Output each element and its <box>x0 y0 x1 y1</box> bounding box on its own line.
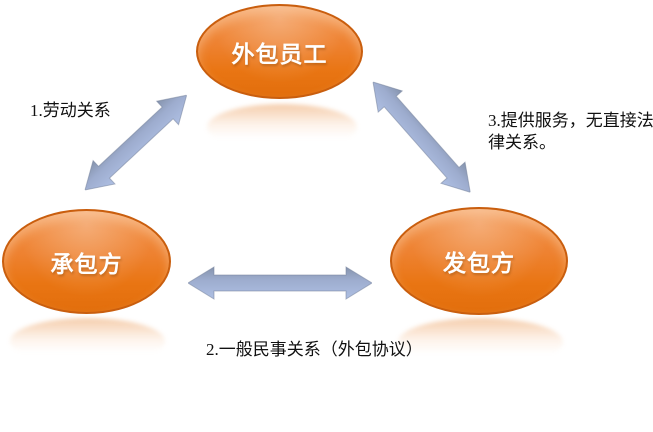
double-arrow-icon <box>84 94 188 191</box>
edge-label-civil-relation: 2.一般民事关系（外包协议） <box>206 340 423 359</box>
node-principal: 发包方 <box>390 207 568 315</box>
node-outsourced-employee: 外包员工 <box>196 4 363 99</box>
node-label-principal: 发包方 <box>443 250 515 276</box>
reflection-principal <box>398 318 563 366</box>
double-arrow-icon <box>372 81 471 193</box>
double-arrow-icon <box>187 266 373 300</box>
node-label-contractor: 承包方 <box>50 250 123 277</box>
arrow-labor-relation <box>73 82 203 207</box>
reflection-contractor <box>10 318 165 364</box>
node-label-outsourced-employee: 外包员工 <box>231 40 328 67</box>
arrow-service-relation <box>356 70 484 207</box>
edge-label-labor-relation: 1.劳动关系 <box>30 101 111 120</box>
edge-label-service-relation: 3.提供服务，无直接法律关系。 <box>488 111 653 152</box>
node-contractor: 承包方 <box>2 209 171 314</box>
arrow-civil-relation <box>187 265 373 306</box>
reflection-outsourced-employee <box>207 104 357 150</box>
